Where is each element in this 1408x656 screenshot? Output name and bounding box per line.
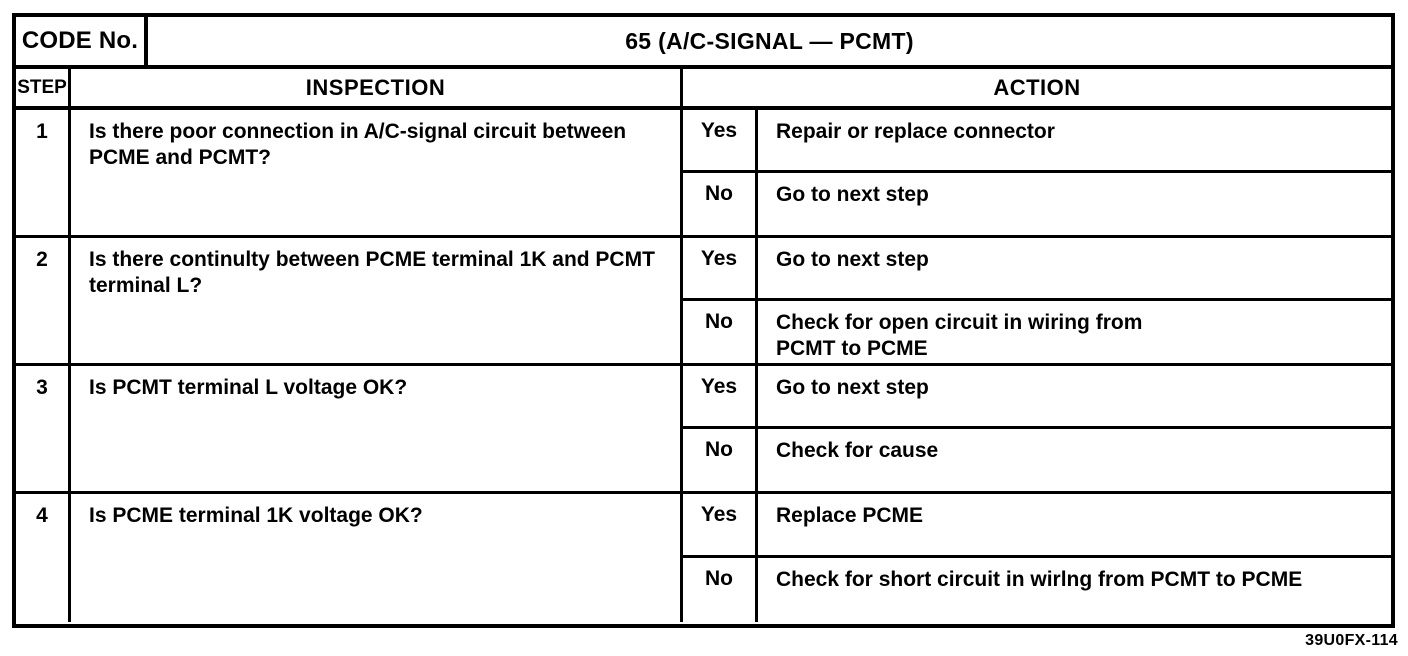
- step-number: 3: [16, 366, 71, 491]
- code-no-label: CODE No.: [16, 17, 148, 65]
- step-branches: Yes Replace PCME No Check for short circ…: [683, 494, 1391, 622]
- step-inspection-text: Is there poor connection in A/C-signal c…: [71, 110, 683, 235]
- step-number: 4: [16, 494, 71, 622]
- branch-label-no: No: [683, 172, 758, 235]
- column-header-inspection: INSPECTION: [71, 69, 683, 106]
- branch-label-yes: Yes: [683, 494, 758, 555]
- diagnostic-table: CODE No. 65 (A/C-SIGNAL — PCMT) STEP INS…: [12, 13, 1395, 628]
- branch-label-no: No: [683, 558, 758, 622]
- code-header-row: CODE No. 65 (A/C-SIGNAL — PCMT): [16, 17, 1391, 69]
- branch-no: No Check for short circuit in wirlng fro…: [683, 558, 1391, 622]
- action-line-1: Replace PCME: [776, 504, 924, 527]
- action-line-1: Check for short circuit in wirlng from P…: [776, 568, 1303, 591]
- step-number: 2: [16, 238, 71, 363]
- document-reference-code: 39U0FX-114: [1305, 632, 1398, 649]
- table-row: 3 Is PCMT terminal L voltage OK? Yes Go …: [16, 366, 1391, 494]
- branch-label-yes: Yes: [683, 110, 758, 170]
- step-number: 1: [16, 110, 71, 235]
- action-line-1: Go to next step: [776, 248, 929, 271]
- branch-action-yes: Repair or replace connector: [758, 110, 1391, 170]
- code-title: 65 (A/C-SIGNAL — PCMT): [625, 27, 914, 54]
- step-inspection-text: Is PCME terminal 1K voltage OK?: [71, 494, 683, 622]
- action-line-1: Check for cause: [776, 438, 939, 462]
- step-branches: Yes Go to next step No Check for cause: [683, 366, 1391, 491]
- step-branches: Yes Repair or replace connector No Go to…: [683, 110, 1391, 235]
- branch-action-no: Check for cause: [758, 429, 1391, 492]
- action-line-1: Go to next step: [776, 182, 929, 206]
- branch-action-no: Go to next step: [758, 173, 1391, 236]
- table-body: 1 Is there poor connection in A/C-signal…: [16, 110, 1391, 624]
- branch-no: No Go to next step: [683, 172, 1391, 236]
- table-row: 1 Is there poor connection in A/C-signal…: [16, 110, 1391, 238]
- branch-action-yes: Replace PCME: [758, 494, 1391, 555]
- branch-no: No Check for cause: [683, 428, 1391, 492]
- step-inspection-text: Is PCMT terminal L voltage OK?: [71, 366, 683, 491]
- column-header-step: STEP: [16, 69, 71, 106]
- branch-label-yes: Yes: [683, 366, 758, 426]
- column-header-row: STEP INSPECTION ACTION: [16, 69, 1391, 110]
- branch-yes: Yes Go to next step: [683, 238, 1391, 301]
- action-line-1: Go to next step: [776, 376, 929, 399]
- branch-no: No Check for open circuit in wiring from…: [683, 300, 1391, 364]
- branch-label-no: No: [683, 300, 758, 363]
- step-branches: Yes Go to next step No Check for open ci…: [683, 238, 1391, 363]
- branch-label-yes: Yes: [683, 238, 758, 298]
- action-line-1: Check for open circuit in wiring from: [776, 310, 1143, 334]
- branch-yes: Yes Repair or replace connector: [683, 110, 1391, 173]
- branch-action-yes: Go to next step: [758, 238, 1391, 298]
- action-line-2: PCMT to PCME: [776, 336, 928, 360]
- branch-action-no: Check for short circuit in wirlng from P…: [758, 558, 1391, 622]
- branch-yes: Yes Go to next step: [683, 366, 1391, 429]
- branch-label-no: No: [683, 428, 758, 491]
- branch-action-yes: Go to next step: [758, 366, 1391, 426]
- action-line-1: Repair or replace connector: [776, 120, 1055, 143]
- branch-yes: Yes Replace PCME: [683, 494, 1391, 558]
- branch-action-no: Check for open circuit in wiring from PC…: [758, 301, 1391, 364]
- column-header-action: ACTION: [993, 74, 1081, 100]
- step-inspection-text: Is there continulty between PCME termina…: [71, 238, 683, 363]
- table-row: 2 Is there continulty between PCME termi…: [16, 238, 1391, 366]
- table-row: 4 Is PCME terminal 1K voltage OK? Yes Re…: [16, 494, 1391, 622]
